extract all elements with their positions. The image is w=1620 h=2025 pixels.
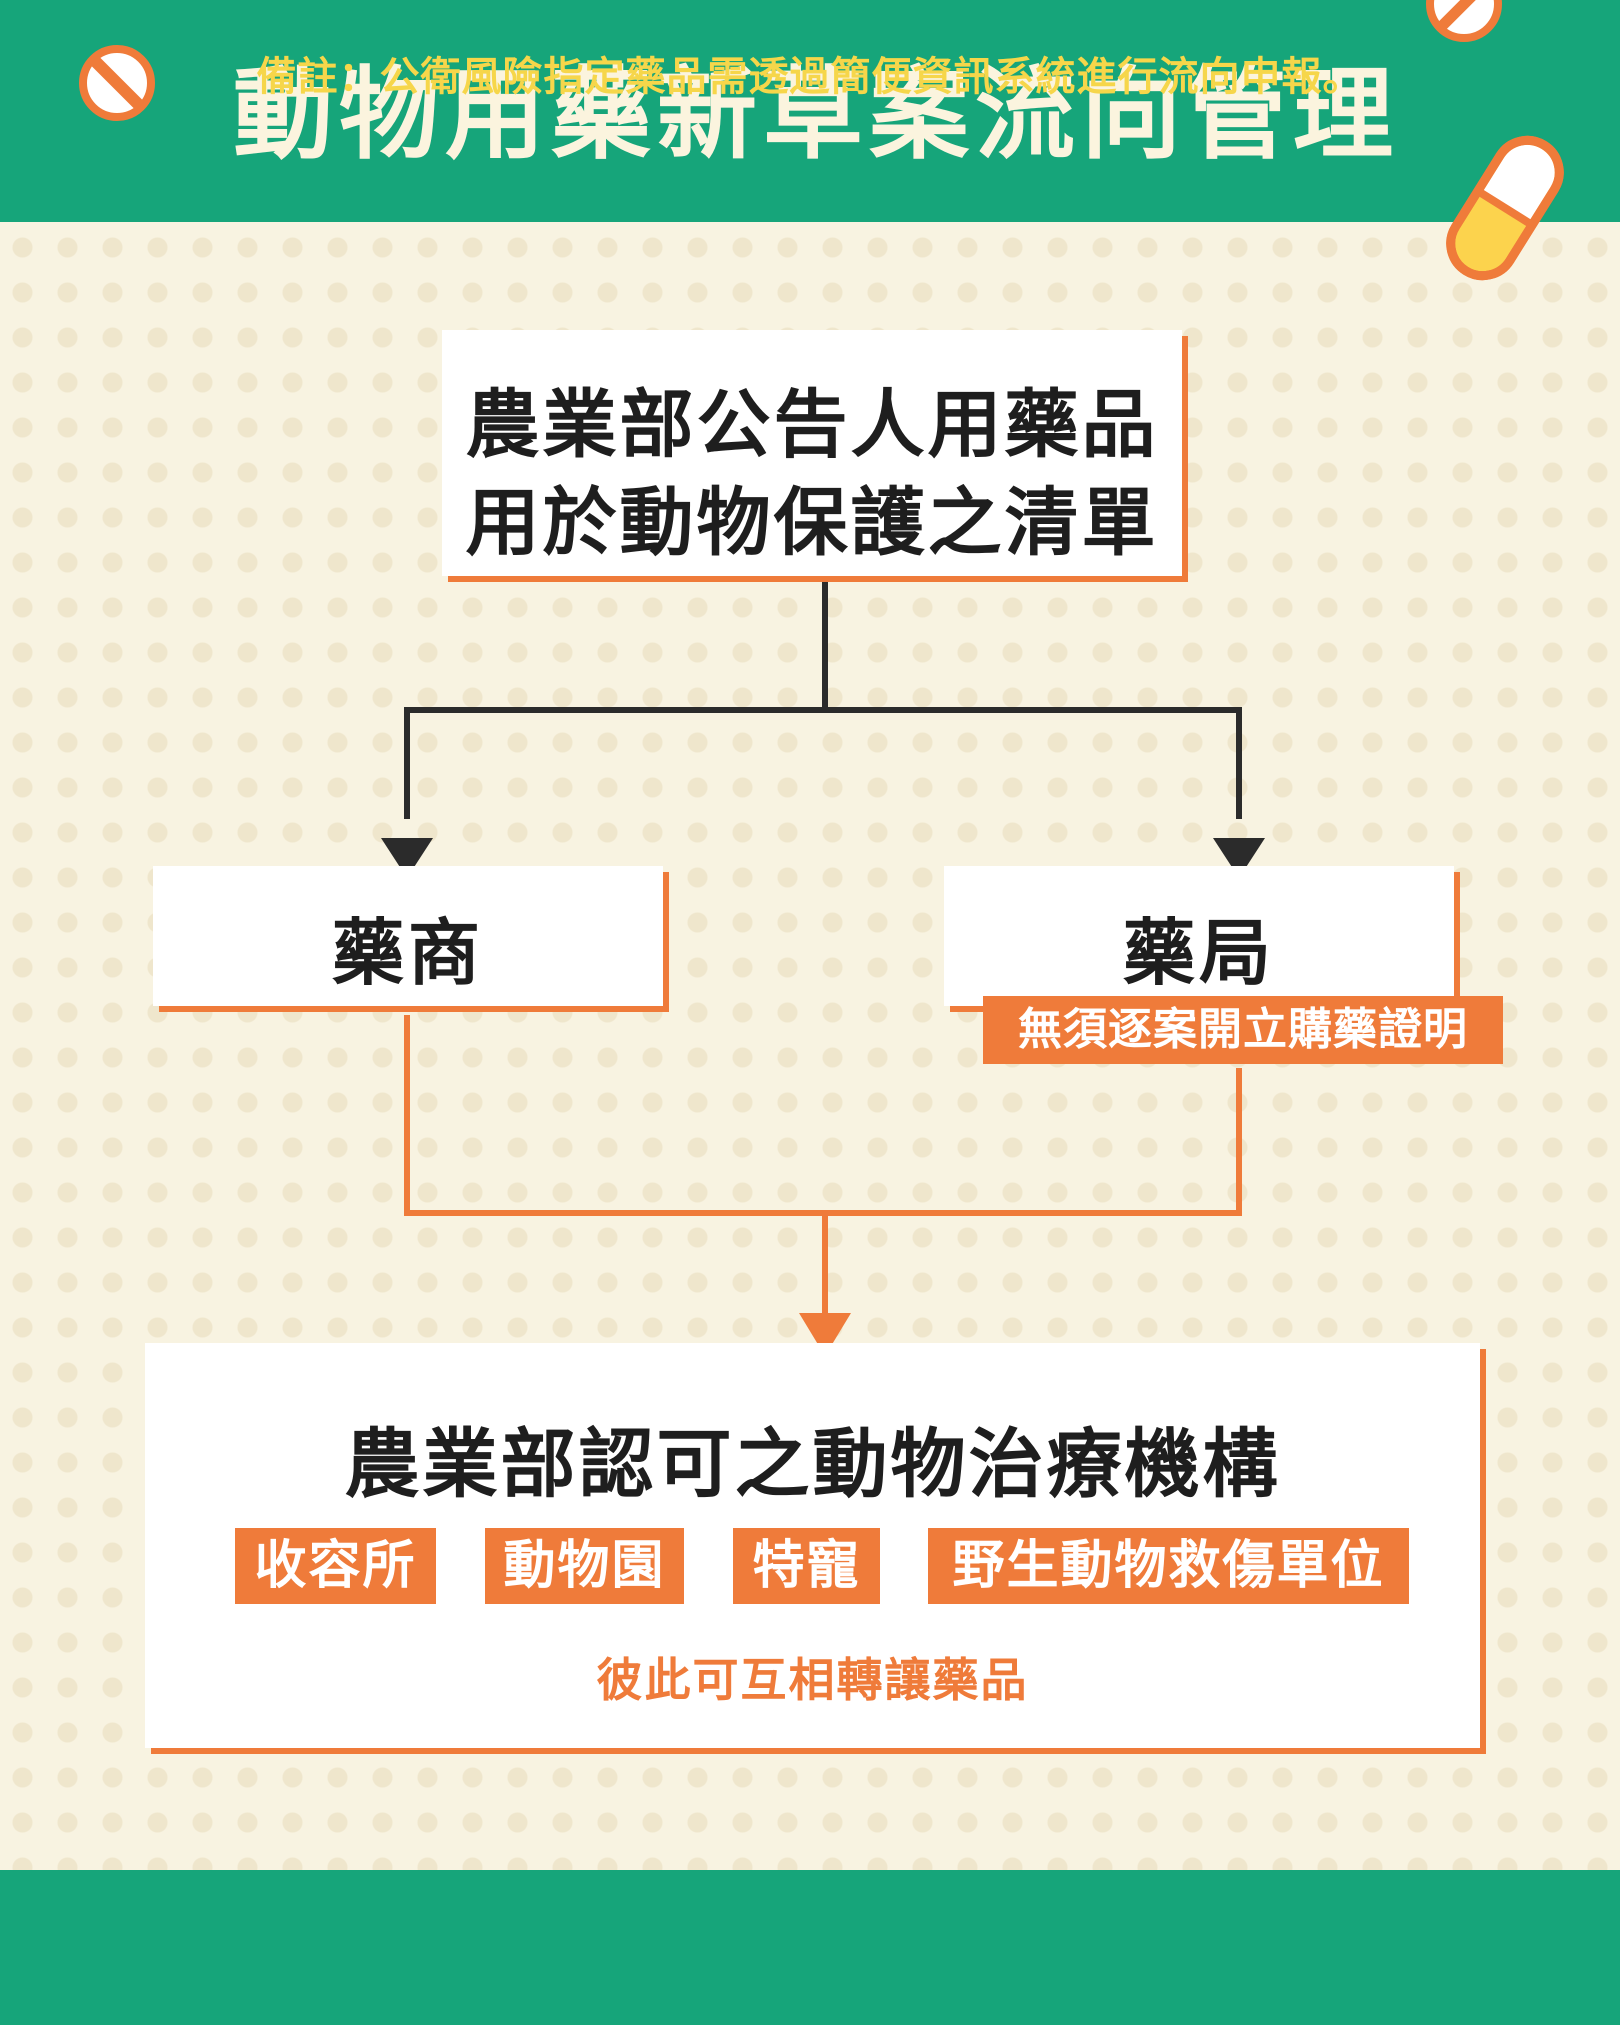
pharma-dealer-label: 藥商 bbox=[331, 911, 484, 995]
connector-split bbox=[404, 707, 1242, 819]
header-bar bbox=[0, 0, 1620, 222]
pharmacy-box: 藥局 bbox=[944, 866, 1454, 1006]
page-title: 動物用藥新草案流向管理 bbox=[233, 56, 1399, 173]
pill-icon bbox=[1426, 0, 1502, 42]
arrowhead-left bbox=[381, 838, 433, 878]
footer-bar bbox=[0, 1870, 1620, 2025]
footer-note: 備註：公衛風險指定藥品需透過簡便資訊系統進行流向申報。 bbox=[256, 54, 1364, 100]
tag-exotic-pets: 特寵 bbox=[733, 1528, 880, 1604]
source-line-2: 用於動物保護之清單 bbox=[465, 480, 1159, 566]
pharmacy-label: 藥局 bbox=[1122, 911, 1275, 995]
tag-zoo: 動物園 bbox=[485, 1528, 684, 1604]
transfer-note: 彼此可互相轉讓藥品 bbox=[596, 1653, 1029, 1707]
source-box: 農業部公告人用藥品 用於動物保護之清單 bbox=[442, 330, 1182, 576]
tag-shelter: 收容所 bbox=[235, 1528, 436, 1604]
arrowhead-right bbox=[1213, 838, 1265, 878]
pharmacy-badge: 無須逐案開立購藥證明 bbox=[983, 996, 1503, 1064]
destination-heading: 農業部認可之動物治療機構 bbox=[344, 1420, 1281, 1508]
tag-wildlife-rescue: 野生動物救傷單位 bbox=[928, 1528, 1409, 1604]
source-line-1: 農業部公告人用藥品 bbox=[465, 382, 1159, 468]
arrowhead-bottom bbox=[799, 1313, 851, 1356]
capsule-icon bbox=[1446, 135, 1564, 281]
pharma-dealer-box: 藥商 bbox=[153, 866, 663, 1006]
no-sign-icon bbox=[79, 45, 155, 121]
